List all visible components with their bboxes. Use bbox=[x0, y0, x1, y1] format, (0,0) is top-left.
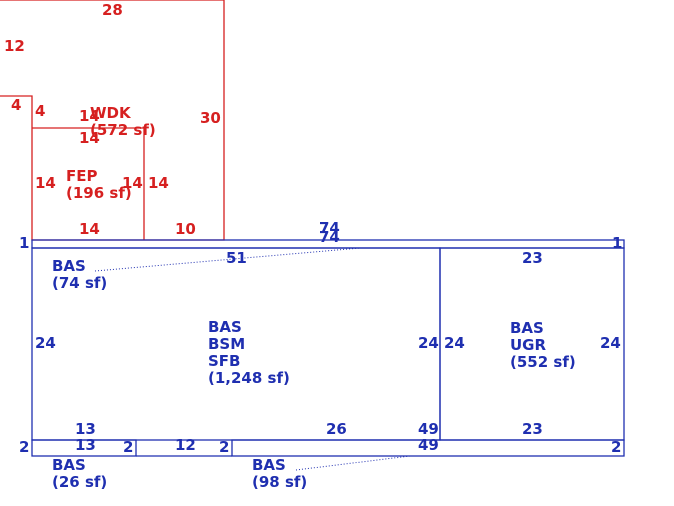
bas-top-label: BAS(74 sf) bbox=[52, 257, 108, 292]
dim-wdk-step: 4 bbox=[11, 96, 22, 114]
dim-strip-top-a: 74 bbox=[319, 219, 340, 237]
dim-ugr-top: 23 bbox=[522, 249, 543, 267]
dim-wdk-inner: 4 bbox=[35, 102, 46, 120]
leader-line-top bbox=[94, 247, 361, 272]
fep-label: FEP(196 sf) bbox=[66, 167, 132, 202]
dim-wdk-left: 12 bbox=[4, 37, 25, 55]
dim-fep-right-outer: 14 bbox=[148, 174, 169, 192]
dim-ugr-bottom: 23 bbox=[522, 420, 543, 438]
fep-outline bbox=[32, 127, 145, 240]
dim-strip-top-b: 74 bbox=[319, 228, 340, 246]
dim-wdk-bottom: 10 bbox=[175, 220, 196, 238]
dim-wdk-right: 30 bbox=[200, 109, 221, 127]
mid-strip-outline bbox=[231, 439, 625, 457]
dim-bas-top-line: 51 bbox=[226, 249, 247, 267]
dim-small-left: 2 bbox=[19, 438, 30, 456]
dim-ugr-right: 24 bbox=[600, 334, 621, 352]
dim-mid-right: 2 bbox=[611, 438, 622, 456]
dim-mid-left: 2 bbox=[219, 438, 230, 456]
dim-fep-left: 14 bbox=[35, 174, 56, 192]
dim-small-top-b: 13 bbox=[75, 436, 96, 454]
lower-structure bbox=[31, 239, 625, 471]
dim-wdk-inner-a: 14 bbox=[79, 107, 100, 125]
wdk-label: WDK(572 sf) bbox=[90, 104, 156, 139]
dim-strip-left: 1 bbox=[19, 234, 30, 252]
dim-fep-bottom: 14 bbox=[79, 220, 100, 238]
bas-small-label: BAS(26 sf) bbox=[52, 456, 108, 491]
dim-mid-top: 26 bbox=[326, 420, 347, 438]
dim-wdk-inner-b: 14 bbox=[79, 129, 100, 147]
small-strip-outline bbox=[31, 439, 137, 457]
dim-mid-top-a: 49 bbox=[418, 420, 439, 438]
dim-gap: 12 bbox=[175, 436, 196, 454]
dim-main-right: 24 bbox=[418, 334, 439, 352]
dim-small-right: 2 bbox=[123, 438, 134, 456]
leader-line-bottom bbox=[295, 455, 411, 471]
dim-wdk-top: 28 bbox=[102, 1, 123, 19]
dim-main-left: 24 bbox=[35, 334, 56, 352]
bas-mid-label: BAS(98 sf) bbox=[252, 456, 308, 491]
dim-mid-top-b: 49 bbox=[418, 436, 439, 454]
dim-fep-right-inner: 14 bbox=[122, 174, 143, 192]
dim-ugr-left: 24 bbox=[444, 334, 465, 352]
dim-strip-right: 1 bbox=[612, 234, 623, 252]
dim-small-top-a: 13 bbox=[75, 420, 96, 438]
